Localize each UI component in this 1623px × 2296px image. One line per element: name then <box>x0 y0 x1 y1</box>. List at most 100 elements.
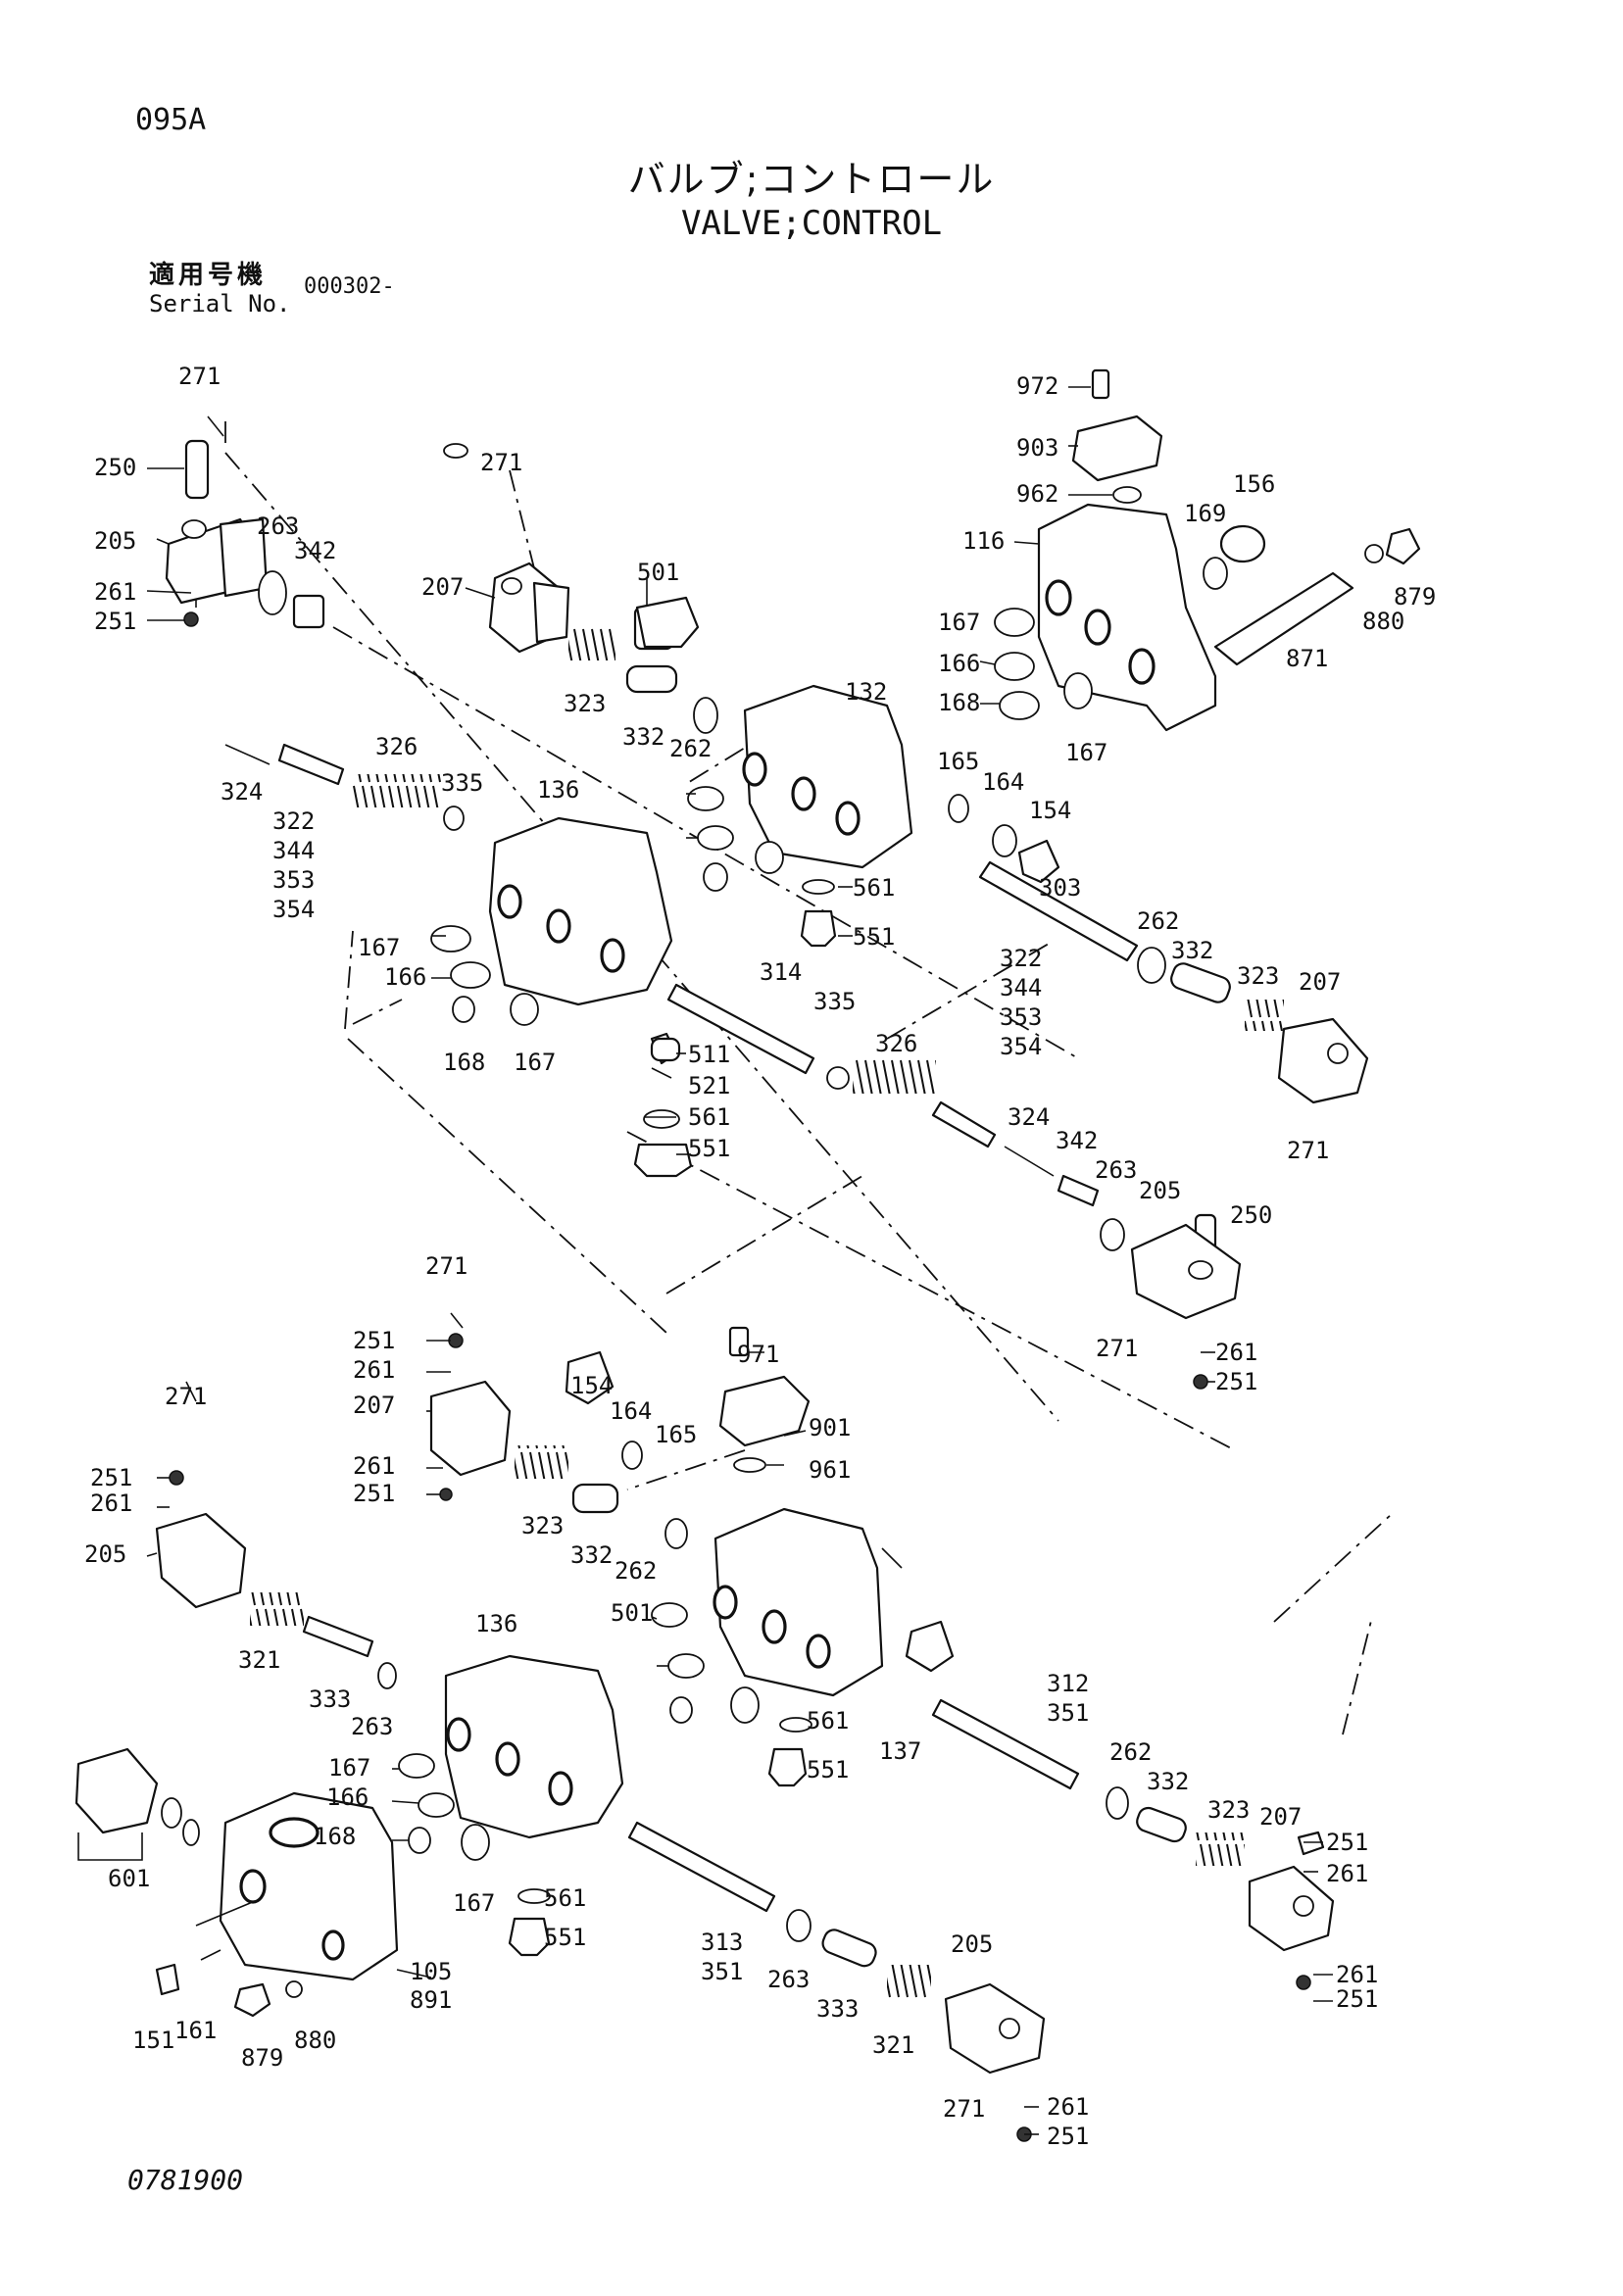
part-label-332: 332 <box>1147 1768 1189 1795</box>
part-label-261: 261 <box>1215 1339 1257 1366</box>
part-label-271: 271 <box>165 1383 207 1410</box>
part-label-167: 167 <box>514 1049 556 1076</box>
part-label-165: 165 <box>655 1421 697 1448</box>
part-label-261: 261 <box>1336 1961 1378 1988</box>
part-label-972: 972 <box>1016 372 1058 400</box>
part-label-879: 879 <box>1394 583 1436 611</box>
part-label-271: 271 <box>178 363 221 390</box>
part-label-167: 167 <box>1065 739 1107 766</box>
part-label-167: 167 <box>328 1754 370 1782</box>
part-label-561: 561 <box>688 1103 730 1131</box>
spool-312 <box>931 1698 1335 1990</box>
spool-314 <box>633 983 1125 1251</box>
part-label-250: 250 <box>1230 1201 1272 1229</box>
part-label-321: 321 <box>238 1646 280 1674</box>
part-label-167: 167 <box>453 1889 495 1917</box>
title-english: VALVE;CONTROL <box>680 204 943 243</box>
part-label-303: 303 <box>1039 874 1081 902</box>
part-label-251: 251 <box>353 1327 395 1354</box>
part-label-322: 322 <box>1000 945 1042 972</box>
part-label-261: 261 <box>353 1452 395 1480</box>
part-label-271: 271 <box>1096 1335 1138 1362</box>
part-label-262: 262 <box>669 735 712 762</box>
part-label-321: 321 <box>872 2031 914 2059</box>
part-label-271: 271 <box>425 1252 467 1280</box>
part-label-136: 136 <box>537 776 579 804</box>
part-label-324: 324 <box>1008 1103 1050 1131</box>
part-label-261: 261 <box>353 1356 395 1384</box>
part-label-561: 561 <box>853 874 895 902</box>
part-label-551: 551 <box>807 1756 849 1783</box>
part-label-271: 271 <box>480 449 522 476</box>
part-label-344: 344 <box>1000 974 1042 1001</box>
spool-313 <box>627 1821 1046 2142</box>
part-label-151: 151 <box>132 2027 174 2054</box>
part-label-156: 156 <box>1233 470 1275 498</box>
part-label-165: 165 <box>937 748 979 775</box>
part-label-261: 261 <box>90 1490 132 1517</box>
serial-label-japanese: 適用号機 <box>149 261 268 290</box>
part-label-168: 168 <box>314 1823 356 1850</box>
part-label-880: 880 <box>294 2027 336 2054</box>
part-label-871: 871 <box>1286 645 1328 672</box>
inlet-block-105 <box>74 1747 399 2018</box>
part-label-353: 353 <box>272 866 315 894</box>
part-label-332: 332 <box>622 723 664 751</box>
serial-label-english: Serial No. <box>149 290 291 318</box>
spool-303 <box>978 860 1369 1104</box>
valve-block-136-lower <box>398 1654 624 1957</box>
valve-block-136-upper <box>224 443 678 1065</box>
part-label-207: 207 <box>421 573 464 601</box>
part-label-251: 251 <box>353 1480 395 1507</box>
part-label-903: 903 <box>1016 434 1058 462</box>
part-label-167: 167 <box>358 934 400 961</box>
part-label-205: 205 <box>84 1540 126 1568</box>
part-label-250: 250 <box>94 454 136 481</box>
part-label-879: 879 <box>241 2044 283 2072</box>
part-label-132: 132 <box>845 678 887 706</box>
part-label-168: 168 <box>938 689 980 716</box>
part-label-344: 344 <box>272 837 315 864</box>
part-label-167: 167 <box>938 609 980 636</box>
valve-block-137 <box>651 1326 955 1787</box>
part-label-551: 551 <box>544 1924 586 1951</box>
mid-right-end-cap <box>1130 1213 1242 1390</box>
part-label-261: 261 <box>1326 1860 1368 1887</box>
part-label-205: 205 <box>951 1930 993 1958</box>
part-label-891: 891 <box>410 1986 452 2014</box>
part-label-333: 333 <box>309 1685 351 1713</box>
part-label-323: 323 <box>564 690 606 717</box>
part-label-601: 601 <box>108 1865 150 1892</box>
part-label-168: 168 <box>443 1049 485 1076</box>
part-label-251: 251 <box>1326 1829 1368 1856</box>
part-label-263: 263 <box>351 1713 393 1740</box>
part-label-323: 323 <box>521 1512 564 1539</box>
part-label-263: 263 <box>767 1966 810 1993</box>
part-label-166: 166 <box>384 963 426 991</box>
part-label-262: 262 <box>1137 907 1179 935</box>
part-label-962: 962 <box>1016 480 1058 508</box>
part-label-501: 501 <box>611 1599 653 1627</box>
part-label-332: 332 <box>570 1541 613 1569</box>
part-label-154: 154 <box>570 1372 613 1399</box>
part-label-205: 205 <box>1139 1177 1181 1204</box>
part-label-251: 251 <box>90 1464 132 1491</box>
part-label-314: 314 <box>760 958 802 986</box>
part-label-961: 961 <box>809 1456 851 1484</box>
part-label-551: 551 <box>688 1135 730 1162</box>
part-label-164: 164 <box>982 768 1024 796</box>
part-label-335: 335 <box>441 769 483 797</box>
part-label-271: 271 <box>1287 1137 1329 1164</box>
part-label-354: 354 <box>272 896 315 923</box>
part-label-262: 262 <box>615 1557 657 1585</box>
part-label-333: 333 <box>816 1995 859 2023</box>
part-label-116: 116 <box>962 527 1005 555</box>
part-label-326: 326 <box>875 1030 917 1057</box>
part-label-166: 166 <box>938 650 980 677</box>
part-label-207: 207 <box>1259 1803 1302 1831</box>
part-label-262: 262 <box>1109 1738 1152 1766</box>
leader-lines <box>77 386 1333 2135</box>
part-label-353: 353 <box>1000 1003 1042 1031</box>
part-label-313: 313 <box>701 1929 743 1956</box>
